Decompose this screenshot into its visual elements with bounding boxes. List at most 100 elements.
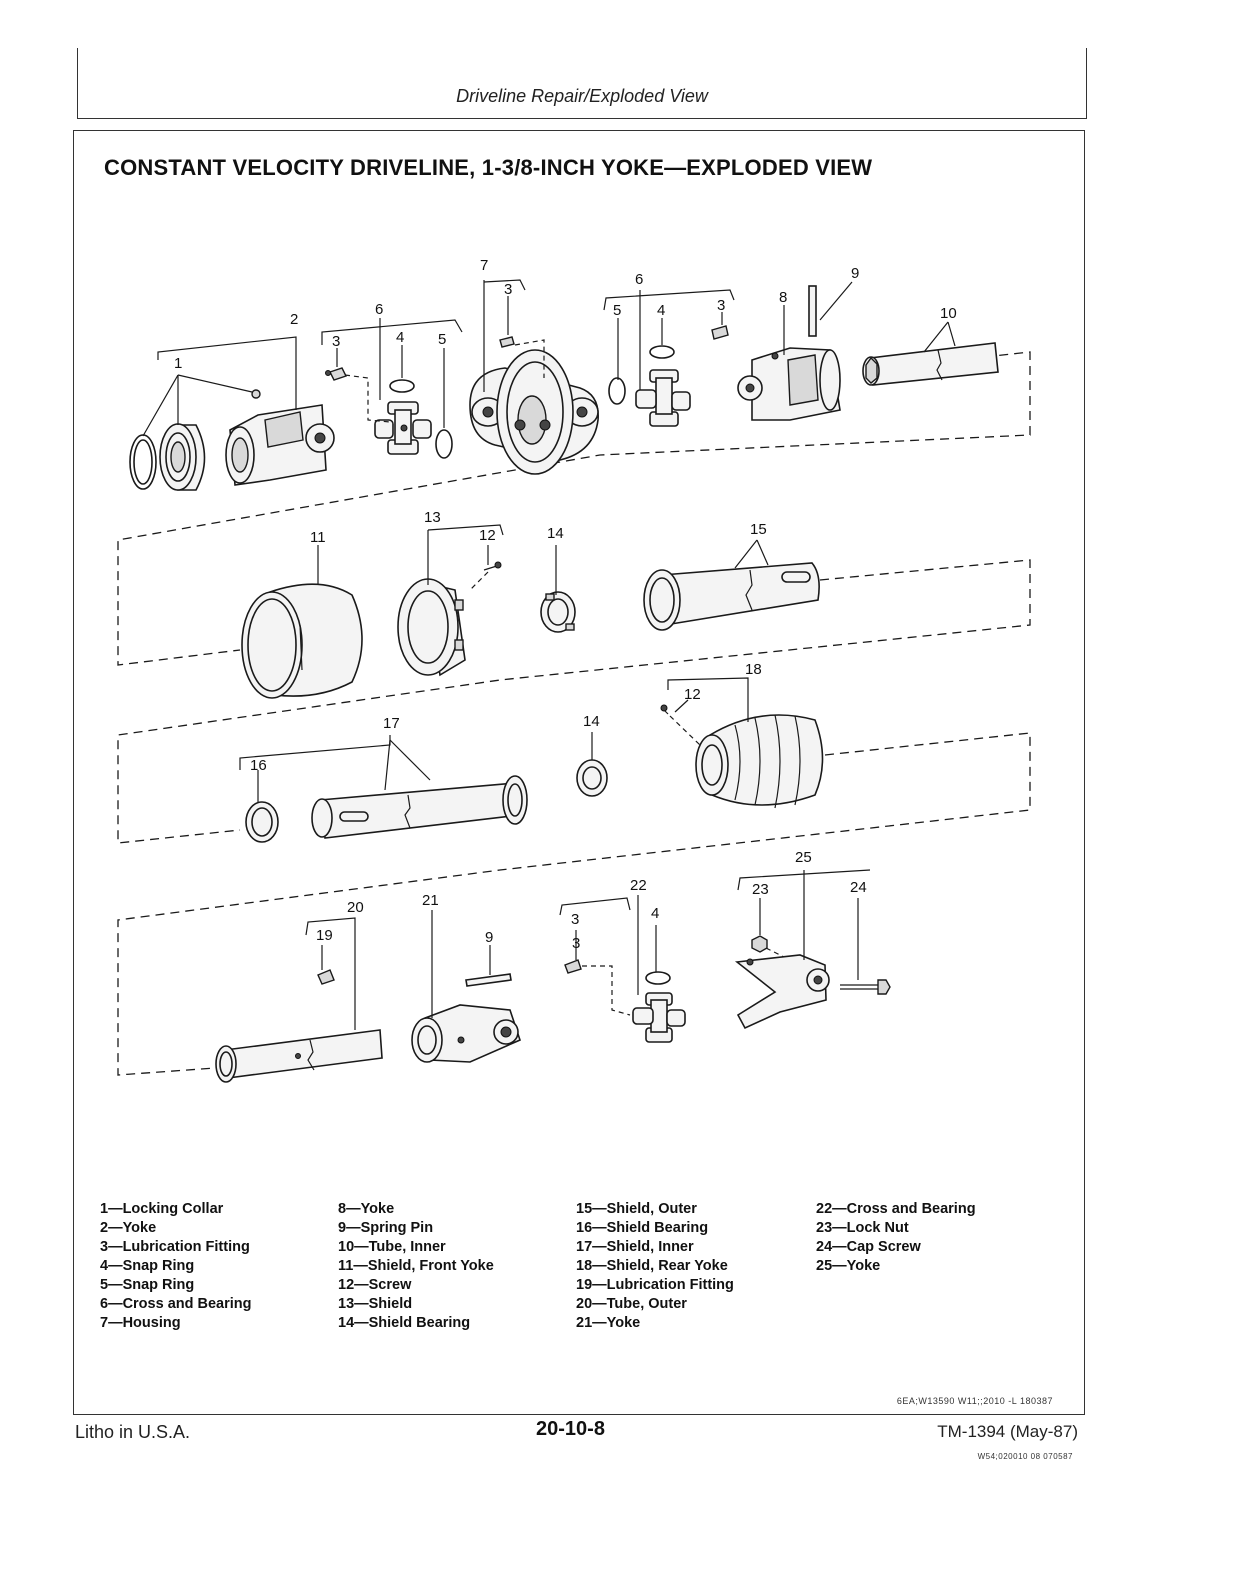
- footer-code: W54;020010 08 070587: [977, 1452, 1073, 1461]
- legend-item: 14—Shield Bearing: [338, 1315, 471, 1331]
- callout-9: 9: [485, 929, 493, 946]
- page-number: 20-10-8: [536, 1418, 605, 1440]
- figure-title: CONSTANT VELOCITY DRIVELINE, 1-3/8-INCH …: [104, 155, 873, 180]
- shield-bearing-16: [245, 801, 279, 843]
- callout-25: 25: [795, 849, 812, 866]
- callout-23: 23: [752, 881, 769, 898]
- callout-6: 6: [375, 301, 383, 318]
- legend-item: 22—Cross and Bearing: [816, 1201, 976, 1217]
- callout-12: 12: [684, 686, 701, 703]
- screw-12a: [483, 561, 502, 571]
- header-title: Driveline Repair/Exploded View: [456, 86, 708, 106]
- legend-item: 8—Yoke: [338, 1201, 395, 1217]
- cross-and-bearing-22: [632, 992, 686, 1043]
- legend-item: 3—Lubrication Fitting: [100, 1239, 250, 1255]
- callout-1: 1: [174, 355, 182, 372]
- snap-ring-5a: [435, 429, 453, 459]
- callout-3: 3: [717, 297, 725, 314]
- callout-7: 7: [480, 257, 488, 274]
- callout-3: 3: [332, 333, 340, 350]
- legend-item: 13—Shield: [338, 1296, 413, 1312]
- leader-lines: [142, 279, 956, 1030]
- callout-13: 13: [424, 509, 441, 526]
- legend-item: 21—Yoke: [576, 1315, 641, 1331]
- callout-12: 12: [479, 527, 496, 544]
- callout-2: 2: [290, 311, 298, 328]
- guide-line-row3-row4: [117, 732, 1031, 1076]
- row-1-parts: [129, 285, 999, 491]
- callout-15: 15: [750, 521, 767, 538]
- page-header: Driveline Repair/Exploded View: [77, 48, 1087, 119]
- lubrication-fitting-19: [317, 969, 335, 985]
- callout-3: 3: [571, 911, 579, 928]
- locking-collar: [159, 423, 206, 491]
- shield-front-yoke: [241, 583, 363, 699]
- housing: [469, 349, 599, 475]
- legend-item: 10—Tube, Inner: [338, 1239, 446, 1255]
- snap-ring-4b: [649, 345, 675, 359]
- legend-item: 1—Locking Collar: [100, 1201, 224, 1217]
- callout-24: 24: [850, 879, 867, 896]
- figure-frame: CONSTANT VELOCITY DRIVELINE, 1-3/8-INCH …: [73, 130, 1085, 1415]
- callout-19: 19: [316, 927, 333, 944]
- shield-13: [397, 578, 466, 677]
- guide-line-row2-row3: [117, 559, 1031, 844]
- guide-line-row1-row2: [117, 351, 1031, 666]
- legend-column-3: 15—Shield, Outer 16—Shield Bearing 17—Sh…: [576, 1200, 734, 1333]
- callout-20: 20: [347, 899, 364, 916]
- legend-item: 11—Shield, Front Yoke: [338, 1258, 494, 1274]
- cross-and-bearing-6b: [635, 369, 691, 427]
- callout-16: 16: [250, 757, 267, 774]
- legend-item: 6—Cross and Bearing: [100, 1296, 252, 1312]
- lube-fitting-leader-dashed: [582, 965, 631, 1016]
- locking-collar-snap-ring: [129, 434, 157, 490]
- callout-4: 4: [657, 302, 665, 319]
- callout-4: 4: [396, 329, 404, 346]
- lubrication-fitting-3d: [564, 959, 582, 974]
- snap-ring-5b: [608, 377, 626, 405]
- spring-pin-9a: [808, 285, 817, 337]
- lubrication-fitting-1: [325, 367, 347, 381]
- legend-column-2: 8—Yoke 9—Spring Pin 10—Tube, Inner 11—Sh…: [338, 1200, 494, 1333]
- assembly-guide-lines: [117, 351, 1031, 1076]
- callout-5: 5: [438, 331, 446, 348]
- lubrication-fitting-3b: [499, 336, 515, 348]
- callout-11: 11: [310, 529, 326, 546]
- yoke-part-21: [411, 1004, 521, 1063]
- legend-item: 5—Snap Ring: [100, 1277, 195, 1293]
- yoke-part-25: [734, 954, 830, 1030]
- callout-6: 6: [635, 271, 643, 288]
- callout-4: 4: [651, 905, 659, 922]
- shield-rear-yoke: [695, 714, 824, 809]
- legend-item: 4—Snap Ring: [100, 1258, 195, 1274]
- footer-litho: Litho in U.S.A.: [75, 1422, 191, 1442]
- inner-tube: [862, 342, 999, 386]
- legend-item: 20—Tube, Outer: [576, 1296, 687, 1312]
- shield-bearing-14b: [576, 759, 608, 797]
- legend-item: 24—Cap Screw: [816, 1239, 921, 1255]
- legend-item: 7—Housing: [100, 1315, 181, 1331]
- legend-item: 23—Lock Nut: [816, 1220, 909, 1236]
- screw-12b: [660, 704, 701, 746]
- shield-bearing-14a: [540, 591, 576, 633]
- lubrication-fitting-3c: [711, 325, 729, 340]
- shield-outer: [643, 562, 820, 631]
- snap-ring-4a: [389, 379, 415, 393]
- callout-21: 21: [422, 892, 439, 909]
- legend-column-1: 1—Locking Collar 2—Yoke 3—Lubrication Fi…: [100, 1200, 252, 1333]
- spring-pin-9b: [465, 973, 512, 987]
- legend-item: 18—Shield, Rear Yoke: [576, 1258, 728, 1274]
- yoke-part-8: [737, 347, 841, 421]
- callout-10: 10: [940, 305, 957, 322]
- tube-outer: [215, 1029, 383, 1083]
- legend-item: 15—Shield, Outer: [576, 1201, 697, 1217]
- figure-code: 6EA;W13590 W11;;2010 -L 180387: [896, 1396, 1053, 1406]
- legend-item: 16—Shield Bearing: [576, 1220, 709, 1236]
- callout-14: 14: [583, 713, 600, 730]
- manual-number: TM-1394 (May-87): [937, 1422, 1078, 1441]
- callout-18: 18: [745, 661, 762, 678]
- row-4-parts: [215, 935, 891, 1083]
- legend-item: 12—Screw: [338, 1277, 412, 1293]
